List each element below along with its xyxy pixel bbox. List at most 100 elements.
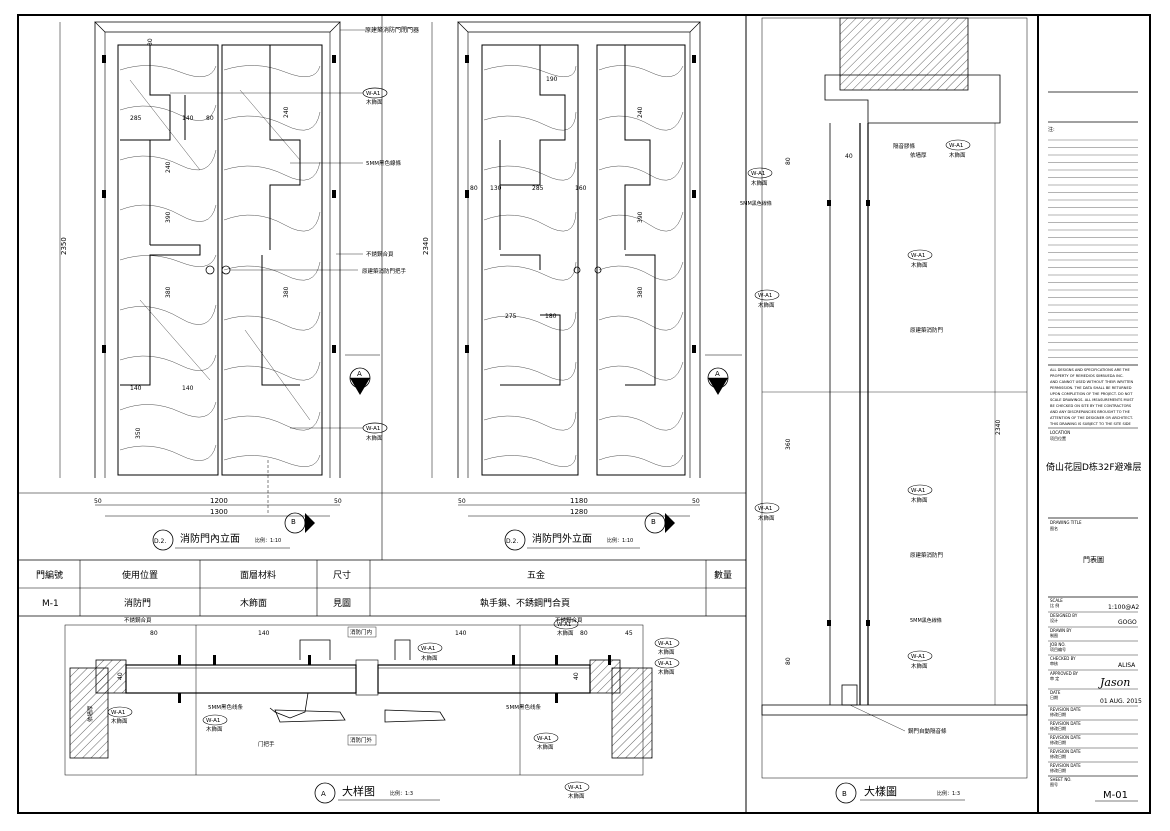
svg-text:W-A1: W-A1 xyxy=(421,646,435,652)
schedule-header-4: 五金 xyxy=(527,569,545,581)
svg-text:5MM黑色線條: 5MM黑色線條 xyxy=(366,159,401,167)
svg-text:W-A1: W-A1 xyxy=(911,253,925,259)
svg-text:180: 180 xyxy=(545,313,557,320)
detail-b: 40 80 360 80 2340 隔音膠條 依墙厚 W-A1 木飾面 W-A1… xyxy=(740,17,1028,804)
svg-text:原建築消防門: 原建築消防門 xyxy=(910,551,944,559)
svg-text:50: 50 xyxy=(94,498,102,505)
svg-text:木飾面: 木飾面 xyxy=(658,668,675,676)
scale-value: 1:100@A2 xyxy=(1108,604,1139,611)
svg-text:SCALE: SCALE xyxy=(1050,598,1063,603)
schedule-header-2: 面層材料 xyxy=(240,569,276,581)
svg-text:275: 275 xyxy=(505,313,517,320)
svg-text:A: A xyxy=(357,370,362,378)
svg-text:140: 140 xyxy=(182,115,194,122)
detail-a-marker: A xyxy=(321,790,326,798)
svg-text:5MM黑色線條: 5MM黑色線條 xyxy=(740,200,772,207)
svg-text:设计: 设计 xyxy=(1050,617,1058,623)
svg-text:注:: 注: xyxy=(1048,126,1055,133)
svg-text:B: B xyxy=(651,518,656,526)
svg-text:190: 190 xyxy=(546,76,558,83)
svg-text:W-A1: W-A1 xyxy=(758,293,772,299)
svg-text:380: 380 xyxy=(637,286,644,298)
svg-text:80: 80 xyxy=(580,630,588,637)
svg-text:门把手: 门把手 xyxy=(258,740,275,748)
svg-text:原建築消防門: 原建築消防門 xyxy=(910,326,944,334)
outer-width-1280: 1280 xyxy=(570,508,588,516)
svg-text:285: 285 xyxy=(130,115,142,122)
wood-grain-outer xyxy=(483,65,684,467)
revision-sub: 修改日期 xyxy=(1050,725,1066,731)
svg-text:285: 285 xyxy=(532,185,544,192)
svg-text:图名: 图名 xyxy=(1050,525,1058,531)
svg-text:390: 390 xyxy=(637,211,644,223)
svg-text:50: 50 xyxy=(334,498,342,505)
outer-elevation-title: 消防門外立面 xyxy=(532,532,592,545)
svg-text:PERMISSION. THE DATA SHALL BE: PERMISSION. THE DATA SHALL BE RETURNED xyxy=(1050,386,1132,390)
svg-text:W-A1: W-A1 xyxy=(911,654,925,660)
revision-sub: 修改日期 xyxy=(1050,711,1066,717)
svg-text:140: 140 xyxy=(258,630,270,637)
svg-text:240: 240 xyxy=(283,106,290,118)
svg-text:W-A1: W-A1 xyxy=(949,143,963,149)
svg-text:依墙厚: 依墙厚 xyxy=(910,151,927,159)
svg-text:A: A xyxy=(715,370,720,378)
outer-border xyxy=(17,14,1151,814)
schedule-header-1: 使用位置 xyxy=(122,569,158,581)
svg-text:图号: 图号 xyxy=(1050,781,1058,787)
svg-text:W-A1: W-A1 xyxy=(658,641,672,647)
schedule-header-0: 門編號 xyxy=(36,569,63,581)
svg-text:80: 80 xyxy=(470,185,478,192)
outer-height-dim: 2340 xyxy=(422,237,430,255)
svg-text:80: 80 xyxy=(206,115,214,122)
svg-text:木飾面: 木飾面 xyxy=(911,261,928,269)
svg-text:木飾面: 木飾面 xyxy=(751,179,768,187)
svg-text:木飾面: 木飾面 xyxy=(568,792,585,800)
svg-text:比例：1:10: 比例：1:10 xyxy=(607,537,633,544)
sheet-number: M-01 xyxy=(1103,790,1128,801)
svg-text:SCALE DRAWINGS. ALL MEASUREMEN: SCALE DRAWINGS. ALL MEASUREMENTS MUST xyxy=(1050,398,1135,402)
detail-b-marker: B xyxy=(842,790,847,798)
svg-text:D.2.: D.2. xyxy=(154,538,166,545)
svg-text:380: 380 xyxy=(283,286,290,298)
checker-value: ALISA xyxy=(1118,662,1136,669)
svg-text:W-A1: W-A1 xyxy=(111,710,125,716)
revision-label: REVISION DATE xyxy=(1050,763,1081,768)
wood-grain-inner xyxy=(119,65,321,467)
title-block: 注: ALL DESIGNS AND SPECIFICATIONS ARE TH… xyxy=(1046,91,1142,802)
svg-text:消防门外: 消防门外 xyxy=(350,736,373,744)
designer-value: GOGO xyxy=(1118,619,1137,626)
svg-text:APPROVED BY: APPROVED BY xyxy=(1050,671,1079,676)
svg-text:240: 240 xyxy=(165,161,172,173)
svg-text:W-A1: W-A1 xyxy=(206,718,220,724)
svg-text:DRAWN BY: DRAWN BY xyxy=(1050,628,1072,633)
svg-text:制图: 制图 xyxy=(1050,632,1058,638)
svg-text:W-A1: W-A1 xyxy=(366,91,380,97)
detail-a: 80 140 140 80 45 40 40 不銹鋼合頁 不銹鋼合頁 W-A1 … xyxy=(64,616,680,804)
svg-text:80: 80 xyxy=(785,657,792,665)
svg-text:审核: 审核 xyxy=(1050,660,1058,666)
revision-sub: 修改日期 xyxy=(1050,739,1066,745)
svg-text:木飾面: 木飾面 xyxy=(658,648,675,656)
svg-text:项目位置: 项目位置 xyxy=(1050,435,1066,441)
outer-width-1180: 1180 xyxy=(570,497,588,505)
schedule-cell-id: M-1 xyxy=(42,599,59,609)
svg-text:D.2.: D.2. xyxy=(506,538,518,545)
svg-text:240: 240 xyxy=(637,106,644,118)
svg-text:360: 360 xyxy=(785,438,792,450)
svg-text:不銹鋼合頁: 不銹鋼合頁 xyxy=(366,250,394,258)
svg-text:木飾面: 木飾面 xyxy=(206,725,223,733)
door-schedule: 門編號 使用位置 面層材料 尺寸 五金 數量 M-1 消防門 木飾面 見圖 執手… xyxy=(18,559,746,617)
revision-label: REVISION DATE xyxy=(1050,749,1081,754)
svg-text:ATTENTION OF THE DESIGNER OR A: ATTENTION OF THE DESIGNER OR ARCHITECT. xyxy=(1050,416,1133,420)
svg-text:80: 80 xyxy=(147,38,154,46)
svg-text:审 定: 审 定 xyxy=(1050,675,1059,681)
svg-text:45: 45 xyxy=(625,630,633,637)
svg-text:50: 50 xyxy=(692,498,700,505)
approver-signature: Jason xyxy=(1098,676,1130,689)
svg-text:390: 390 xyxy=(165,211,172,223)
svg-text:日期: 日期 xyxy=(1050,694,1058,700)
svg-text:不銹鋼合頁: 不銹鋼合頁 xyxy=(555,616,583,624)
svg-text:40: 40 xyxy=(845,153,853,160)
svg-text:W-A1: W-A1 xyxy=(658,661,672,667)
svg-text:W-A1: W-A1 xyxy=(911,488,925,494)
